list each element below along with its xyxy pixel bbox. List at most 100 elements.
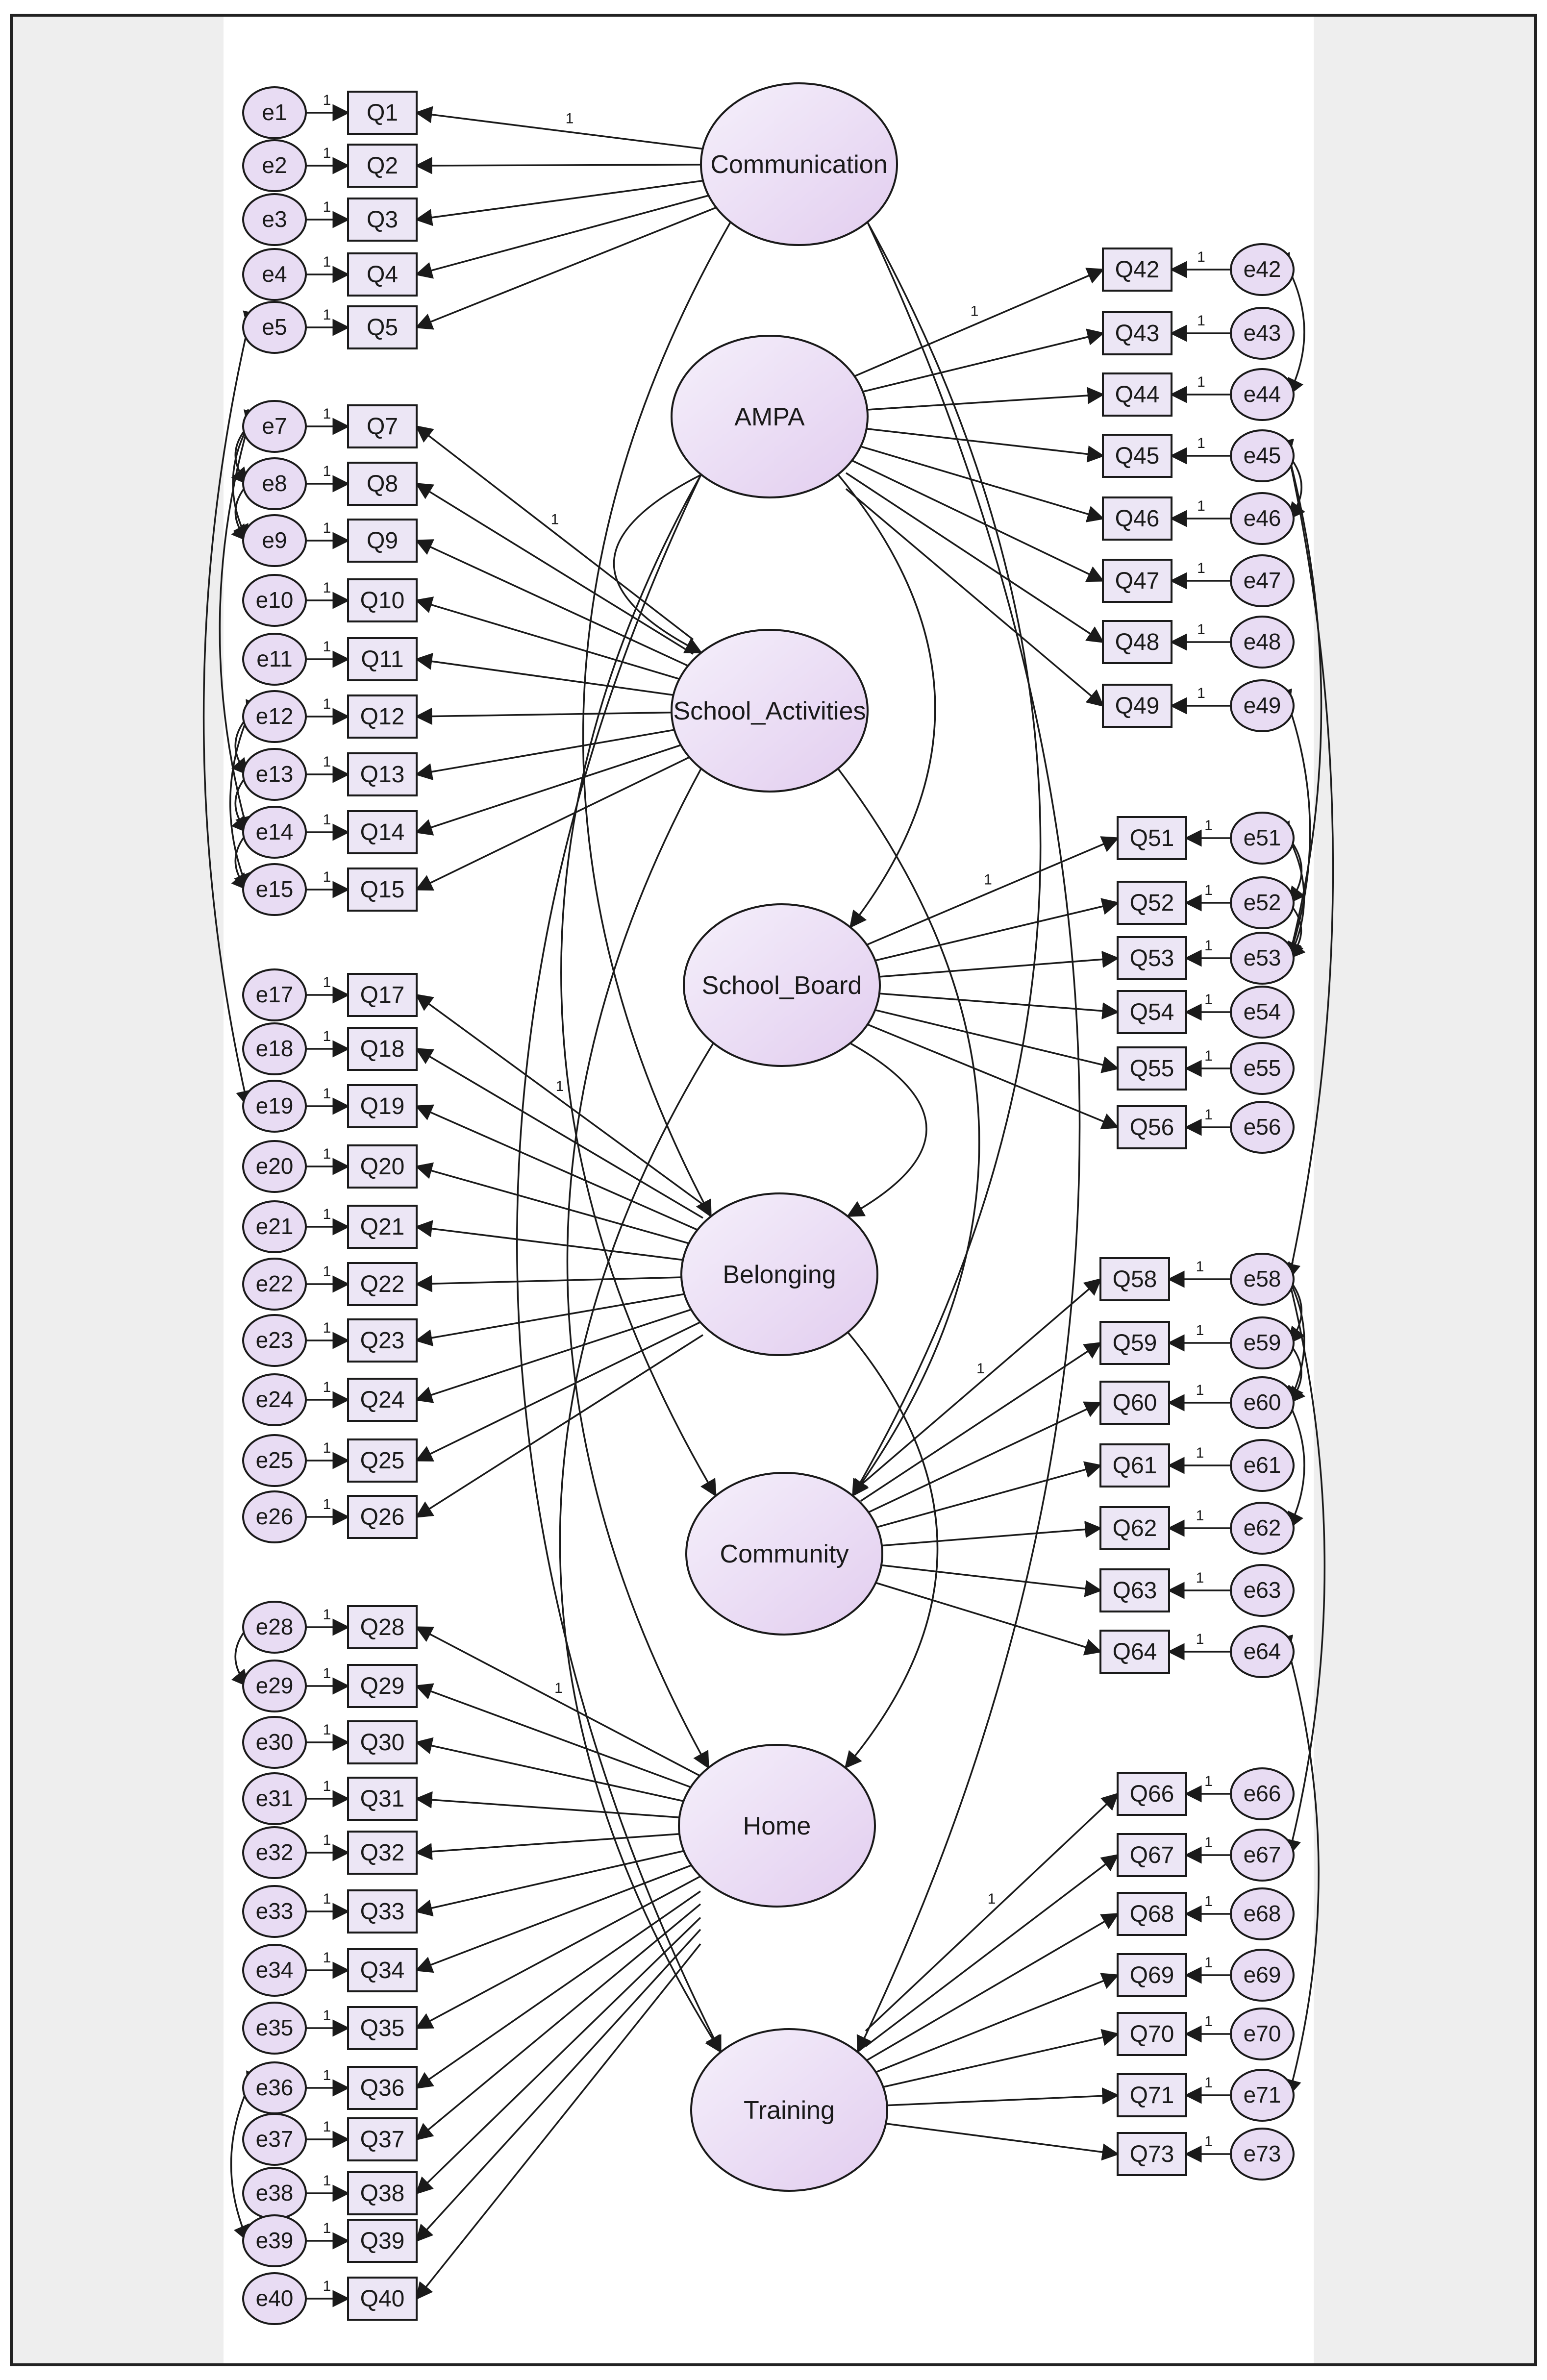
error-e59: e59 — [1230, 1316, 1295, 1369]
error-weight-label: 1 — [323, 199, 331, 215]
loading-path-q73 — [865, 2120, 1120, 2161]
indicator-label: Q70 — [1130, 2021, 1174, 2047]
error-weight-label: 1 — [323, 307, 331, 323]
error-ellipse — [1230, 429, 1295, 482]
loading-path-q8 — [415, 483, 694, 655]
latent-covariance-school_board-training — [559, 1025, 729, 2054]
error-weight-label: 1 — [1196, 1631, 1204, 1647]
error-label: e28 — [256, 1614, 294, 1639]
error-e52: e52 — [1230, 876, 1295, 929]
error-label: e45 — [1244, 443, 1281, 468]
error-ellipse — [242, 2272, 307, 2325]
error-label: e55 — [1244, 1055, 1281, 1081]
error-weight-label: 1 — [1204, 818, 1213, 834]
loading-path-q20 — [415, 1162, 703, 1248]
error-label: e12 — [256, 703, 294, 729]
error-e4: e4 — [242, 248, 307, 301]
indicator-box — [1117, 816, 1187, 860]
latent-ellipse — [671, 335, 869, 498]
indicator-label: Q19 — [360, 1093, 405, 1119]
indicator-label: Q26 — [360, 1504, 405, 1530]
indicator-label: Q1 — [367, 100, 398, 126]
indicator-box — [347, 973, 418, 1017]
error-e44: e44 — [1230, 368, 1295, 421]
indicator-q34: Q34 — [347, 1948, 418, 1992]
error-label: e25 — [256, 1447, 294, 1473]
indicator-q5: Q5 — [347, 305, 418, 349]
error-label: e64 — [1244, 1638, 1281, 1664]
error-ellipse — [242, 806, 307, 859]
indicator-q10: Q10 — [347, 578, 418, 622]
error-weight-label: 1 — [323, 1778, 331, 1794]
loading-path-q63 — [860, 1562, 1102, 1597]
error-e35: e35 — [242, 2002, 307, 2055]
latent-label: Home — [743, 1812, 811, 1840]
indicator-box — [1117, 1892, 1187, 1936]
indicator-box — [1117, 990, 1187, 1034]
error-weight-label: 1 — [1204, 2133, 1213, 2150]
error-label: e13 — [256, 761, 294, 787]
error-label: e44 — [1244, 381, 1281, 407]
indicator-q67: Q67 — [1117, 1833, 1187, 1877]
indicator-label: Q14 — [360, 819, 405, 845]
error-weight-label: 1 — [1197, 621, 1205, 638]
indicator-box — [347, 519, 418, 563]
error-e66: e66 — [1230, 1767, 1295, 1820]
loading-path-q61 — [860, 1461, 1102, 1533]
error-ellipse — [1230, 368, 1295, 421]
latent-ellipse — [683, 903, 881, 1067]
error-label: e38 — [256, 2180, 294, 2206]
error-ellipse — [1230, 986, 1295, 1039]
indicator-q51: Q51 — [1117, 816, 1187, 860]
indicator-box — [347, 637, 418, 681]
error-label: e56 — [1244, 1114, 1281, 1140]
error-e23: e23 — [242, 1314, 307, 1367]
indicator-box — [1117, 1772, 1187, 1816]
error-ellipse — [242, 1885, 307, 1938]
loading-path-q42 — [846, 268, 1105, 381]
error-label: e52 — [1244, 890, 1281, 915]
loading-path-q56 — [858, 1019, 1120, 1130]
error-e62: e62 — [1230, 1502, 1295, 1555]
error-e34: e34 — [242, 1944, 307, 1997]
indicator-q47: Q47 — [1102, 559, 1173, 603]
error-e11: e11 — [242, 633, 307, 686]
error-e10: e10 — [242, 574, 307, 627]
error-covariance-e7-e14 — [219, 409, 260, 834]
indicator-box — [347, 810, 418, 854]
loading-path-q36 — [415, 1890, 701, 2089]
indicator-q22: Q22 — [347, 1262, 418, 1306]
indicator-q23: Q23 — [347, 1318, 418, 1363]
indicator-box — [347, 1084, 418, 1128]
loading-path-q38 — [415, 1917, 701, 2195]
latent-ellipse — [671, 629, 869, 793]
error-e49: e49 — [1230, 679, 1295, 732]
error-label: e68 — [1244, 1901, 1281, 1926]
indicator-label: Q69 — [1130, 1962, 1174, 1988]
error-ellipse — [242, 400, 307, 453]
error-ellipse — [242, 248, 307, 301]
error-e15: e15 — [242, 863, 307, 916]
error-weight-label: 1 — [323, 1665, 331, 1682]
error-ellipse — [242, 1772, 307, 1825]
error-ellipse — [1230, 1042, 1295, 1095]
error-label: e53 — [1244, 945, 1281, 970]
indicator-box — [347, 2006, 418, 2050]
indicator-q30: Q30 — [347, 1720, 418, 1764]
error-label: e29 — [256, 1673, 294, 1698]
indicator-q7: Q7 — [347, 404, 418, 448]
error-label: e63 — [1244, 1577, 1281, 1603]
indicator-box — [1117, 936, 1187, 980]
indicator-label: Q25 — [360, 1448, 405, 1474]
indicator-label: Q42 — [1115, 257, 1160, 283]
indicator-q32: Q32 — [347, 1831, 418, 1875]
error-ellipse — [1230, 679, 1295, 732]
indicator-label: Q43 — [1115, 321, 1160, 347]
indicator-box — [1102, 434, 1173, 478]
indicator-label: Q5 — [367, 315, 398, 341]
error-weight-label: 1 — [323, 1379, 331, 1395]
error-e13: e13 — [242, 748, 307, 801]
error-label: e48 — [1244, 629, 1281, 654]
indicator-label: Q60 — [1113, 1390, 1157, 1416]
latent-community: Community — [685, 1472, 883, 1636]
